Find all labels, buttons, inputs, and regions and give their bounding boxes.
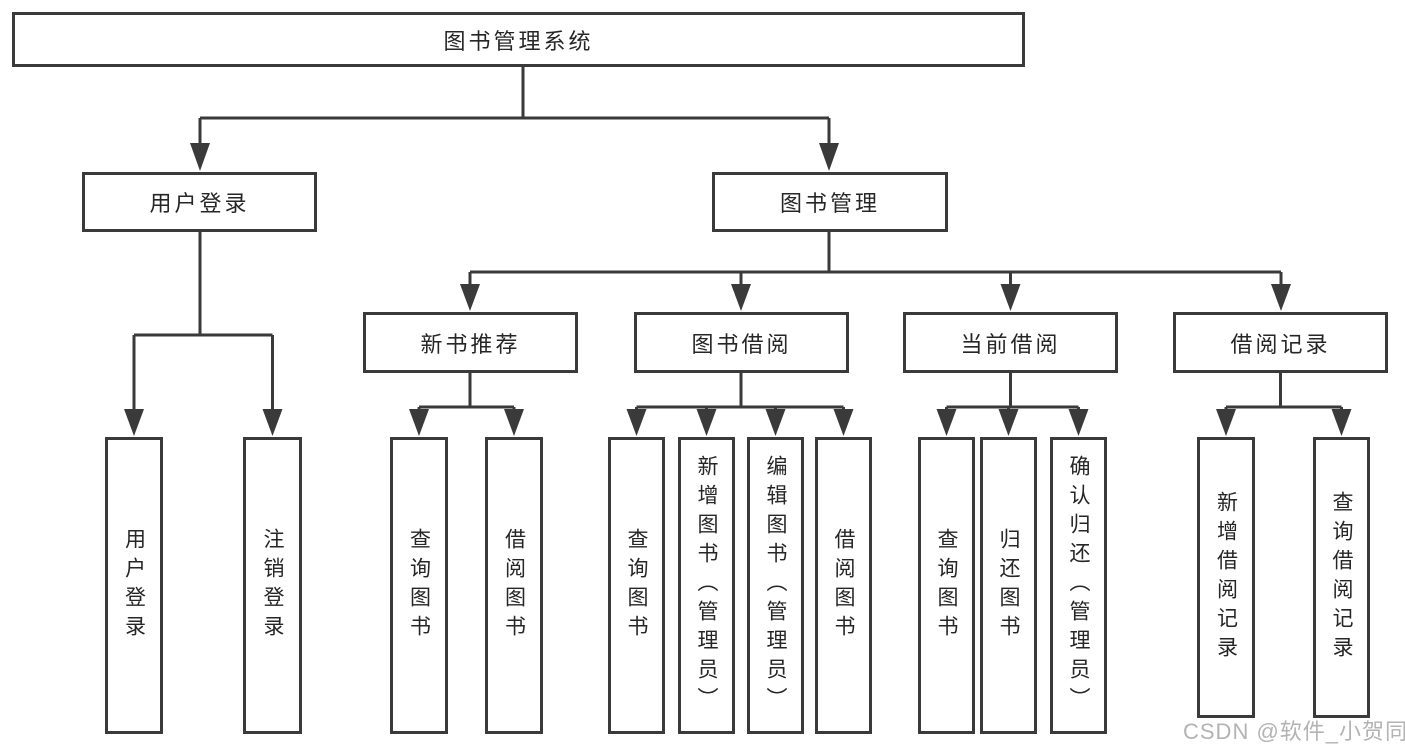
leaf-user-login: 用户登录 — [105, 437, 163, 734]
arrow-down-icon — [936, 409, 957, 436]
node-book-borrow: 图书借阅 — [634, 312, 849, 373]
node-label: 新书推荐 — [420, 331, 521, 357]
leaf-label: 查询借阅记录 — [1330, 490, 1353, 665]
node-user-login-module: 用户登录 — [82, 172, 317, 232]
arrow-down-icon — [696, 409, 717, 436]
arrow-down-icon — [731, 284, 751, 311]
leaf-label: 编辑图书（管理员） — [764, 455, 787, 716]
node-current-borrow: 当前借阅 — [903, 312, 1118, 373]
arrow-down-icon — [1000, 284, 1021, 311]
leaf-label: 用户登录 — [122, 527, 146, 644]
arrow-down-icon — [998, 409, 1019, 436]
leaf-edit-book-admin: 编辑图书（管理员） — [747, 437, 804, 734]
leaf-label: 借阅图书 — [502, 527, 526, 644]
leaf-query-book: 查询图书 — [918, 437, 975, 734]
leaf-borrow-book: 借阅图书 — [815, 437, 872, 734]
node-new-book-recommend: 新书推荐 — [363, 312, 578, 373]
leaf-add-borrow-record: 新增借阅记录 — [1197, 437, 1255, 718]
arrow-down-icon — [819, 143, 839, 171]
node-label: 当前借阅 — [960, 331, 1061, 357]
node-root-system: 图书管理系统 — [12, 12, 1025, 67]
arrow-down-icon — [765, 409, 786, 436]
leaf-add-book-admin: 新增图书（管理员） — [678, 437, 735, 734]
arrow-down-icon — [833, 409, 854, 436]
node-label: 图书管理 — [779, 191, 880, 216]
node-label: 图书借阅 — [691, 331, 792, 357]
leaf-label: 查询图书 — [625, 527, 648, 644]
leaf-query-book: 查询图书 — [608, 437, 665, 734]
leaf-logout: 注销登录 — [243, 437, 302, 734]
connector-lines — [132, 67, 1343, 412]
leaf-label: 新增图书（管理员） — [695, 455, 718, 716]
arrow-down-icon — [1216, 409, 1236, 436]
node-root-label: 图书管理系统 — [443, 28, 594, 54]
leaf-confirm-return-admin: 确认归还（管理员） — [1050, 437, 1107, 734]
leaf-return-book: 归还图书 — [980, 437, 1037, 734]
node-book-management-module: 图书管理 — [712, 172, 948, 232]
leaf-query-book: 查询图书 — [390, 437, 448, 734]
arrowheads — [124, 143, 1352, 436]
arrow-down-icon — [190, 143, 210, 171]
leaf-label: 注销登录 — [261, 527, 284, 644]
leaf-label: 借阅图书 — [832, 527, 855, 644]
leaf-label: 新增借阅记录 — [1214, 490, 1238, 665]
leaf-label: 查询图书 — [935, 527, 958, 644]
arrow-down-icon — [626, 409, 647, 436]
node-borrow-record: 借阅记录 — [1173, 312, 1388, 373]
leaf-label: 归还图书 — [997, 527, 1020, 644]
arrow-down-icon — [1068, 409, 1089, 436]
node-label: 用户登录 — [149, 191, 250, 216]
leaf-label: 查询图书 — [407, 527, 431, 644]
leaf-borrow-book: 借阅图书 — [485, 437, 543, 734]
leaf-query-borrow-record: 查询借阅记录 — [1313, 437, 1370, 718]
node-label: 借阅记录 — [1230, 331, 1331, 357]
arrow-down-icon — [124, 409, 144, 436]
csdn-watermark: CSDN @软件_小贺同学 — [1183, 719, 1405, 744]
arrow-down-icon — [460, 284, 480, 311]
arrow-down-icon — [1271, 284, 1291, 311]
leaf-label: 确认归还（管理员） — [1067, 455, 1090, 716]
arrow-down-icon — [1331, 409, 1352, 436]
arrow-down-icon — [409, 409, 429, 436]
arrow-down-icon — [262, 409, 283, 436]
arrow-down-icon — [504, 409, 524, 436]
